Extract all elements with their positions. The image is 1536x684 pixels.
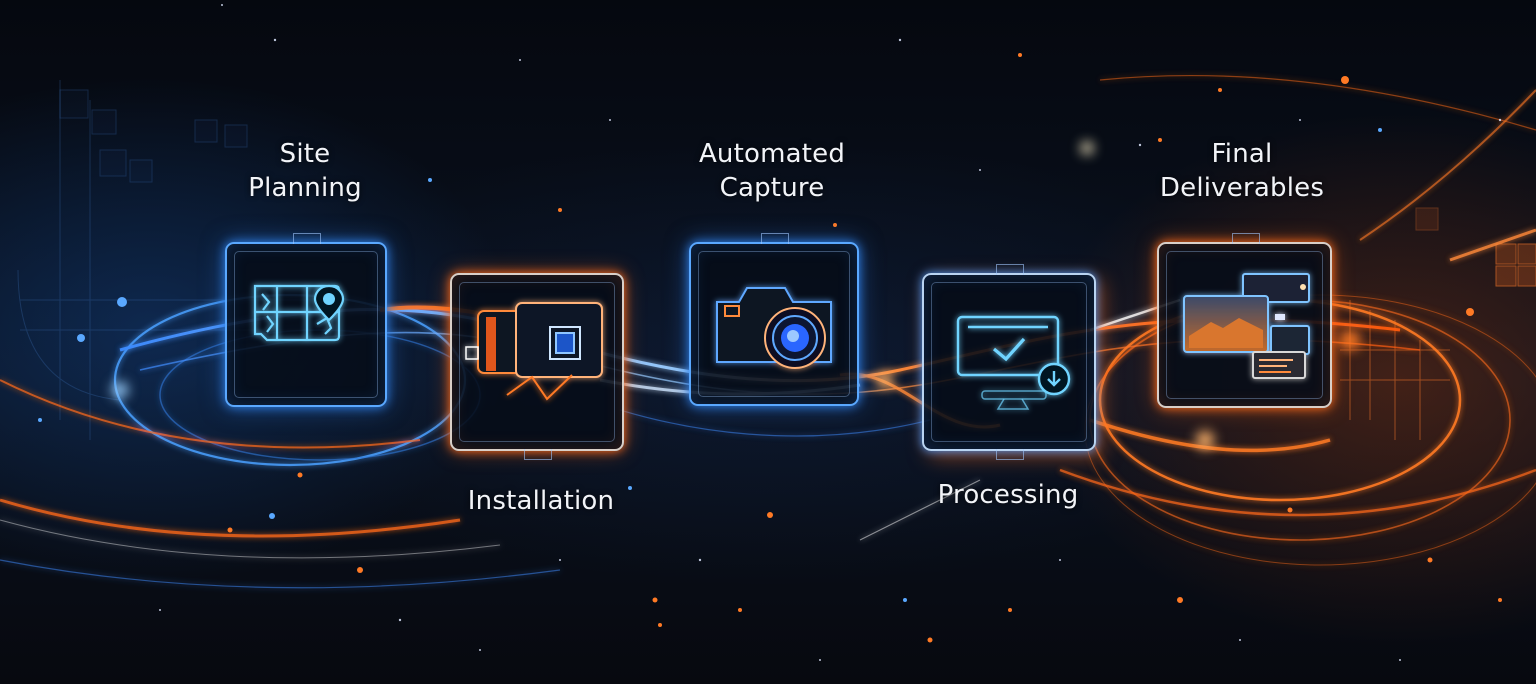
gallery-screens-icon xyxy=(1183,273,1310,379)
step-1-card xyxy=(225,233,387,407)
step-2-label: Installation xyxy=(467,486,615,516)
step-3-label: Automated Capture xyxy=(698,139,846,203)
step-5-card xyxy=(1157,233,1332,408)
map-pin-icon xyxy=(253,284,345,342)
camera-install-icon xyxy=(465,302,603,401)
monitor-check-icon xyxy=(956,315,1071,410)
camera-icon xyxy=(716,287,832,369)
step-3-card xyxy=(689,233,859,406)
step-4-card xyxy=(922,264,1096,460)
step-1-label: Site Planning xyxy=(248,139,362,203)
step-4-label: Processing xyxy=(937,480,1079,510)
step-5-label: Final Deliverables xyxy=(1159,139,1325,203)
step-2-card xyxy=(450,273,624,460)
